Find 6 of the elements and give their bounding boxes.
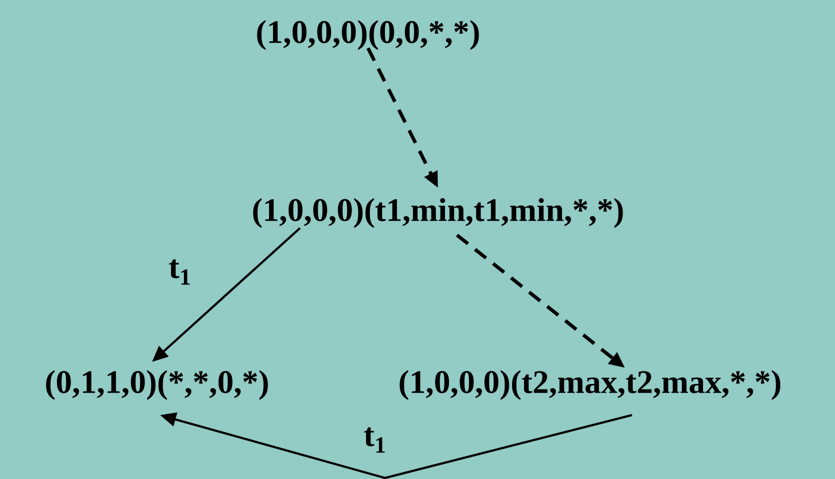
state-label: (0,1,1,0)(*,*,0,*) bbox=[46, 370, 268, 400]
state-label: (1,0,0,0)(t2,max,t2,max,*,*) bbox=[400, 370, 780, 400]
edge-label: t$_{1}$ bbox=[168, 258, 192, 286]
state-label: (1,0,0,0)(t1,min,t1,min,*,*) bbox=[253, 198, 623, 228]
edge-label: t$_{1}$ bbox=[362, 426, 388, 454]
state-label: (1,0,0,0)(0,0,*,*) bbox=[257, 20, 479, 50]
